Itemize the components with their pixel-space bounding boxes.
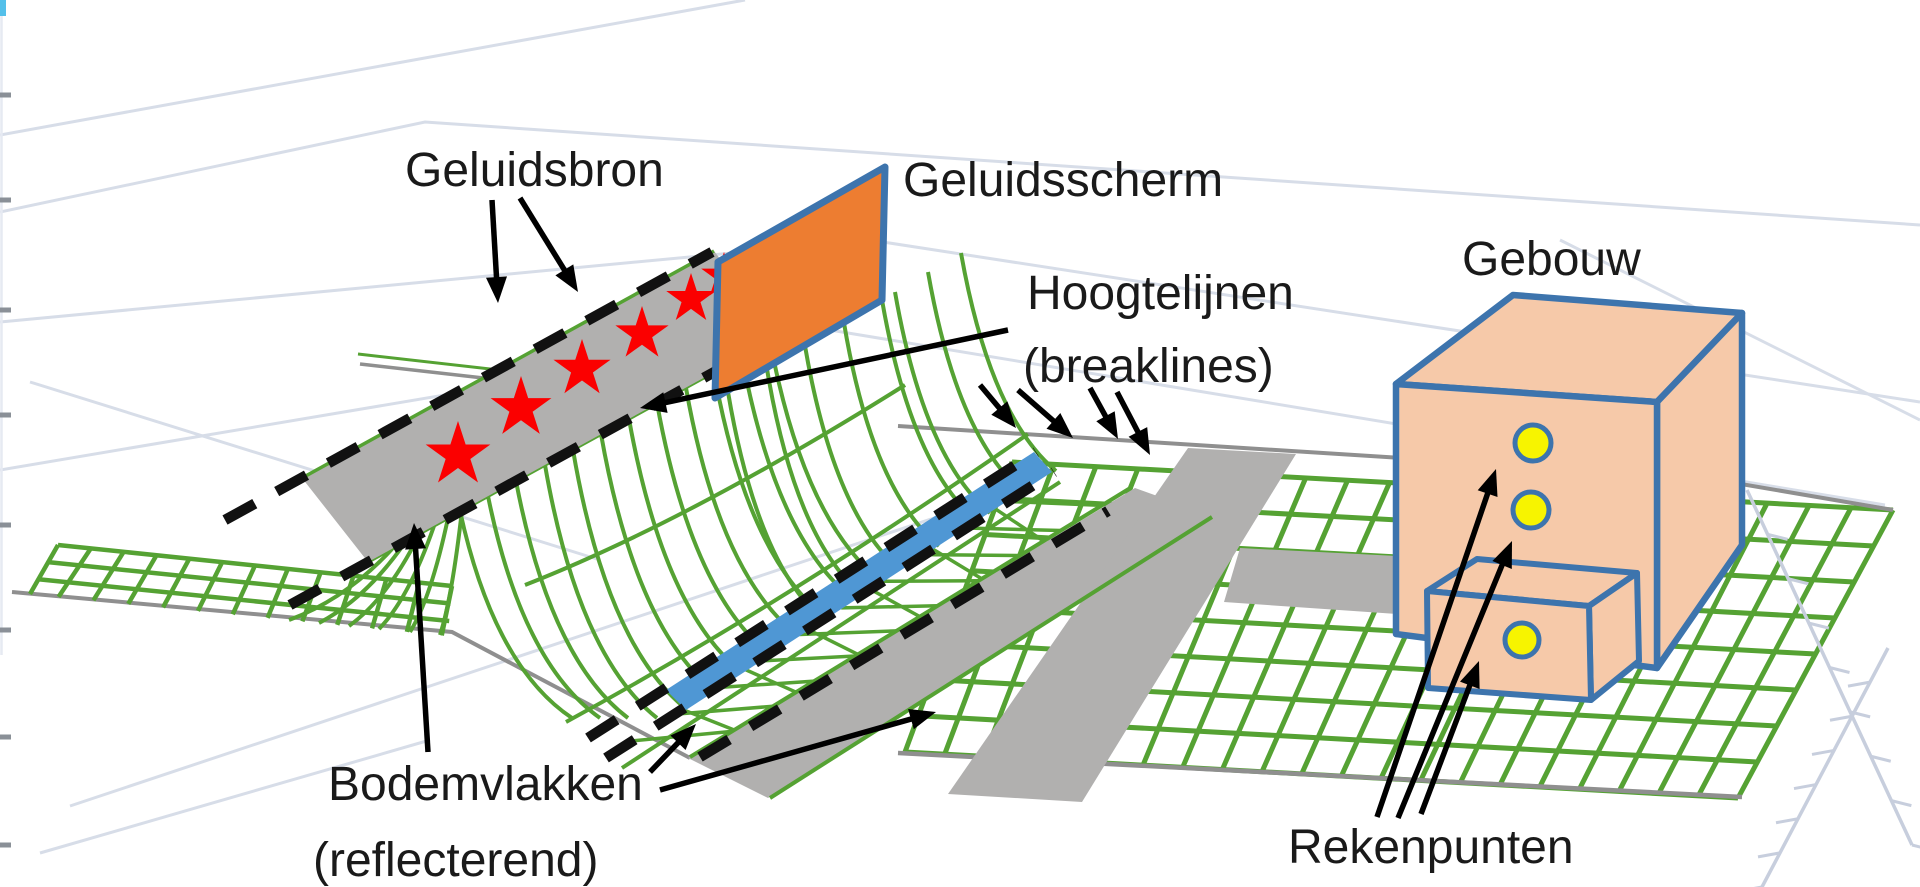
label-ground-planes: Bodemvlakken — [328, 758, 643, 811]
sound-source-star — [425, 421, 491, 483]
label-contour-lines: Hoogtelijnen — [1027, 267, 1294, 320]
reflective-road-strip — [688, 488, 1213, 798]
annotation-arrow — [1114, 390, 1150, 455]
receiver-point — [1502, 620, 1542, 660]
label-breaklines: (breaklines) — [1023, 340, 1274, 393]
annotation-arrow — [659, 709, 936, 793]
annotation-arrow — [1087, 386, 1118, 439]
sound-source-star — [490, 376, 552, 434]
label-receiver-points: Rekenpunten — [1288, 821, 1574, 874]
sound-source-star — [553, 339, 611, 394]
annotation-arrow — [648, 724, 696, 774]
annotation-arrow — [517, 196, 578, 292]
t-road-main — [948, 448, 1296, 802]
label-noise-barrier: Geluidsscherm — [903, 154, 1223, 207]
annotation-arrow — [1418, 661, 1480, 815]
building — [1392, 291, 1746, 703]
annotation-arrow — [640, 327, 1009, 413]
left-ground-border-line — [11, 590, 691, 760]
annotation-arrow — [1395, 541, 1512, 820]
t-road-branch — [1224, 548, 1397, 614]
sound-source-star — [615, 306, 669, 357]
receiver-point — [1512, 422, 1554, 464]
annotation-arrow — [977, 383, 1016, 428]
noise-screen — [711, 163, 889, 402]
label-reflecting: (reflecterend) — [313, 834, 598, 887]
breaklines-road — [222, 247, 783, 610]
receiver-point — [1510, 489, 1552, 531]
value-axes — [1745, 489, 1920, 887]
label-building: Gebouw — [1462, 233, 1641, 286]
annotation-arrow — [1374, 469, 1498, 818]
annotation-arrow — [1016, 387, 1073, 438]
annotation-arrow — [486, 199, 507, 303]
breaklines-water — [585, 447, 1111, 763]
annotation-arrows — [405, 196, 1512, 820]
annotation-arrow — [405, 523, 431, 753]
water-strip — [666, 452, 1052, 710]
label-sound-source: Geluidsbron — [405, 144, 664, 197]
sound-source-star — [666, 273, 716, 321]
